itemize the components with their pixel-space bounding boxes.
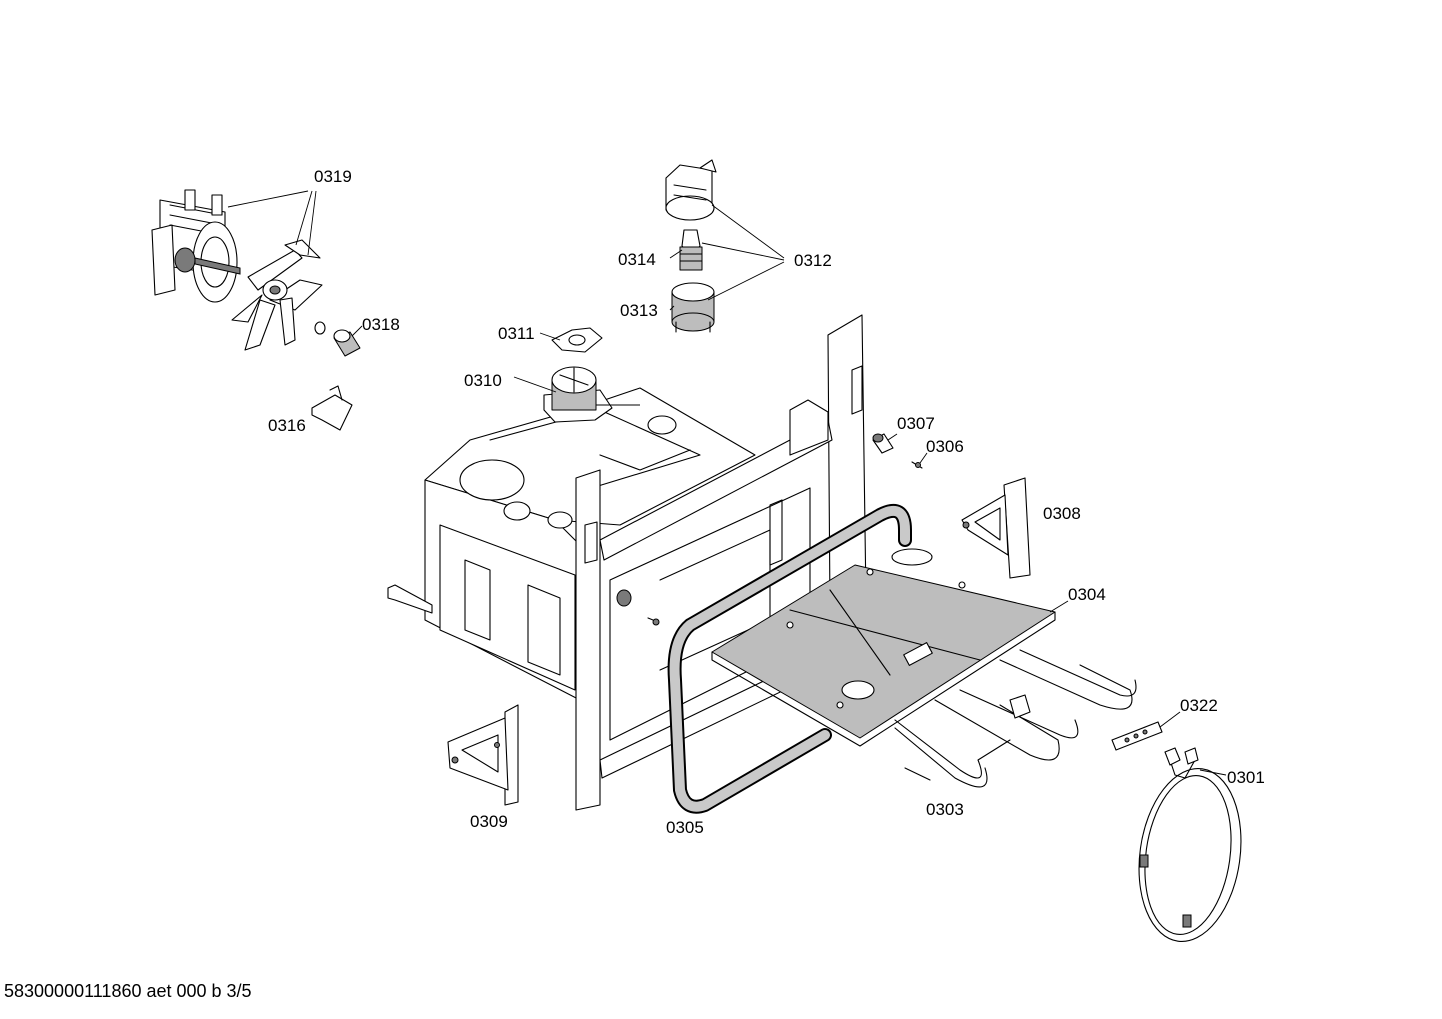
door-gasket — [667, 504, 912, 814]
label-0303[interactable]: 0303 — [926, 800, 964, 819]
bottom-heating-element — [894, 649, 1137, 788]
label-0322[interactable]: 0322 — [1180, 696, 1218, 715]
label-0314[interactable]: 0314 — [618, 250, 656, 269]
label-0305[interactable]: 0305 — [666, 818, 704, 837]
bushing — [872, 433, 894, 454]
label-0309[interactable]: 0309 — [470, 812, 508, 831]
terminal-bracket — [311, 385, 353, 431]
oven-bottom-plate — [711, 548, 1056, 747]
label-0307[interactable]: 0307 — [897, 414, 935, 433]
left-mounting-bracket — [447, 704, 519, 806]
label-0308[interactable]: 0308 — [1043, 504, 1081, 523]
lamp-bulb — [679, 229, 703, 271]
right-mounting-bracket — [961, 477, 1031, 579]
label-0304[interactable]: 0304 — [1068, 585, 1106, 604]
lamp-cover — [671, 282, 715, 333]
label-0318[interactable]: 0318 — [362, 315, 400, 334]
oven-cavity — [387, 314, 867, 811]
label-0311[interactable]: 0311 — [498, 324, 535, 343]
ring-heating-element — [1138, 747, 1242, 942]
label-0316[interactable]: 0316 — [268, 416, 306, 435]
label-0310[interactable]: 0310 — [464, 371, 502, 390]
label-0301[interactable]: 0301 — [1227, 768, 1265, 787]
screw — [911, 461, 923, 469]
leader-lines — [227, 190, 1227, 776]
label-0312[interactable]: 0312 — [794, 251, 832, 270]
fan-motor-and-blade — [151, 189, 323, 351]
label-0306[interactable]: 0306 — [926, 437, 964, 456]
label-0319[interactable]: 0319 — [314, 167, 352, 186]
label-0313[interactable]: 0313 — [620, 301, 658, 320]
drawing-code: 58300000111860 aet 000 b 3/5 — [4, 981, 252, 1001]
fan-nut — [314, 321, 361, 357]
lamp-socket-seal — [543, 366, 613, 423]
oven-lamp-assembly — [665, 159, 717, 221]
part-labels: 0319 0318 0316 0311 0310 0314 0313 0312 … — [268, 167, 1265, 837]
lamp-clip — [551, 327, 603, 353]
terminal-block-plate — [1111, 721, 1163, 751]
